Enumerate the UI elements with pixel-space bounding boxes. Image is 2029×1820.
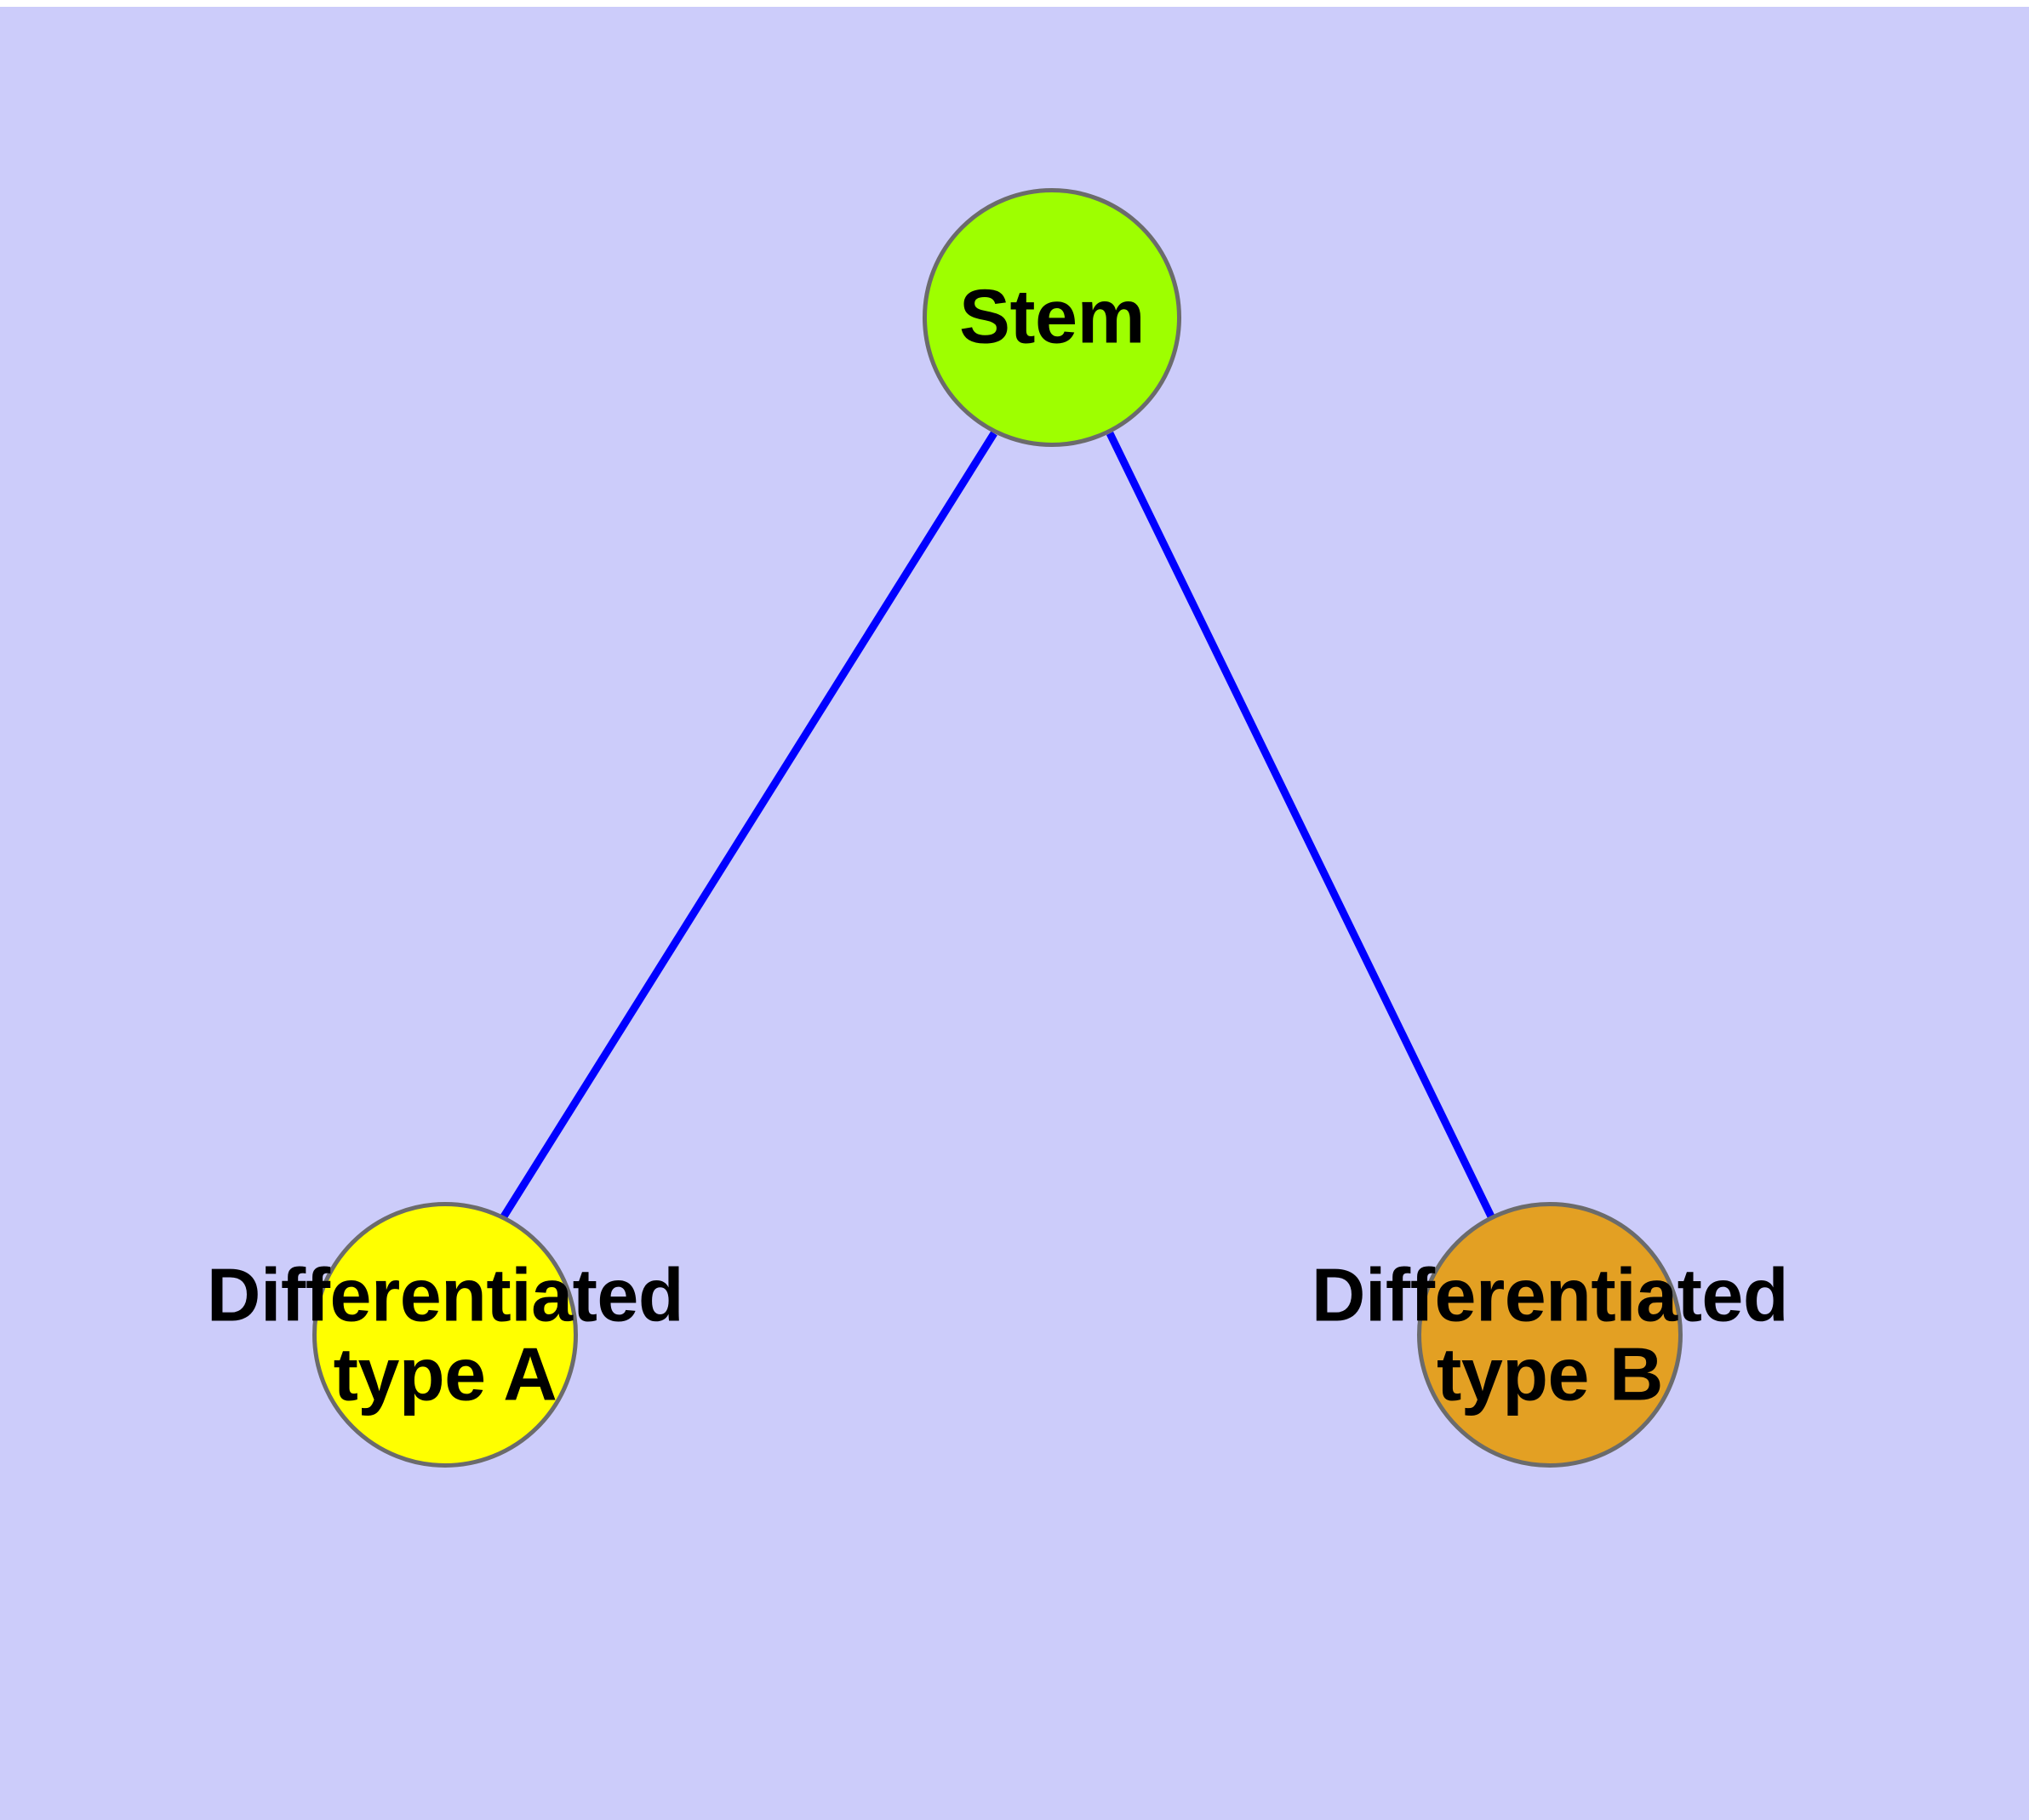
graph-node-diff_b[interactable]: [1417, 1202, 1683, 1468]
edge-layer: [500, 431, 1495, 1219]
graph-edge-stem-diff_b: [1106, 432, 1495, 1218]
graph-node-diff_a[interactable]: [312, 1202, 578, 1468]
graph-edge-stem-diff_a: [500, 431, 997, 1219]
node-layer: [312, 188, 1683, 1468]
graph-node-stem[interactable]: [923, 188, 1181, 447]
